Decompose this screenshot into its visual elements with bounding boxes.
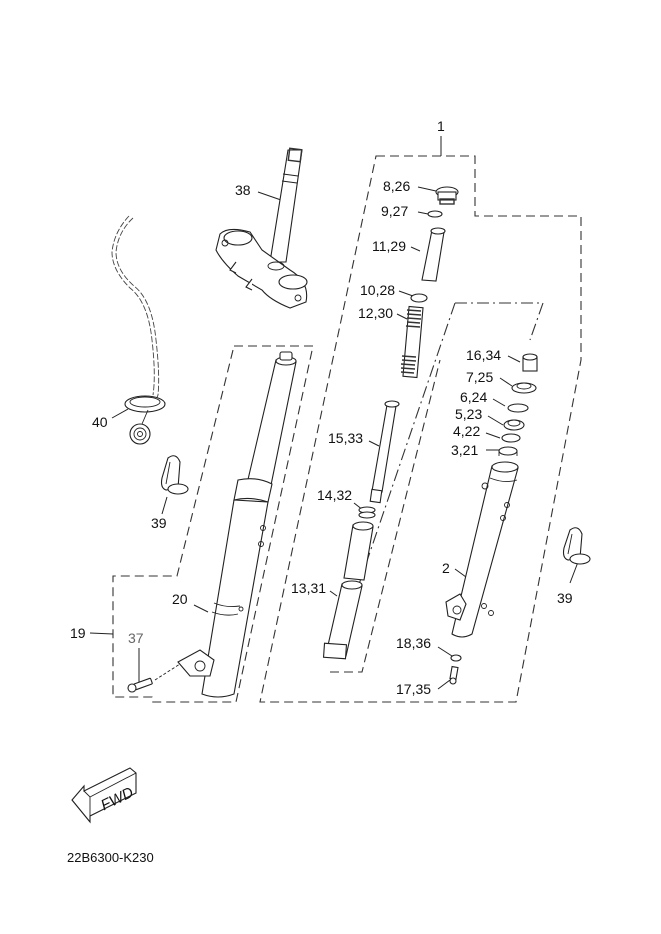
label-39-right: 39 (557, 590, 573, 606)
leader-38 (257, 191, 282, 201)
label-17-35: 17,35 (396, 681, 431, 697)
label-11-29: 11,29 (372, 238, 406, 254)
damper-group-boundary (330, 359, 441, 673)
part-20-front-fork-assy[interactable] (154, 351, 297, 698)
part-9-27-o-ring[interactable] (427, 210, 443, 218)
leader-5-23 (487, 415, 504, 426)
leader-9-27 (417, 211, 429, 215)
part-39-right-protector[interactable] (562, 527, 591, 565)
part-17-35-bolt[interactable] (449, 665, 459, 685)
part-37-bolt[interactable] (127, 677, 153, 693)
leader-11-29 (410, 246, 421, 252)
label-1: 1 (437, 118, 445, 134)
part-13-31-inner-tube[interactable] (322, 521, 374, 660)
leader-2 (454, 568, 467, 578)
part-14-32-rebound-spring[interactable] (358, 506, 376, 519)
leader-39-right (569, 561, 579, 584)
group-1-boundary (259, 155, 582, 703)
part-4-22-washer[interactable] (501, 433, 521, 443)
label-14-32: 14,32 (317, 487, 352, 503)
label-7-25: 7,25 (466, 369, 493, 385)
label-12-30: 12,30 (358, 305, 393, 321)
leader-12-30 (396, 313, 408, 320)
leader-19 (89, 632, 114, 635)
outer-tube-subgroup-boundary (455, 302, 544, 341)
label-18-36: 18,36 (396, 635, 431, 651)
part-10-28-washer[interactable] (410, 293, 428, 303)
leader-17-35 (437, 679, 451, 690)
part-3-21-bushing[interactable] (498, 446, 518, 456)
leader-16-34 (507, 355, 521, 363)
part-16-34-collar[interactable] (522, 353, 538, 372)
label-6-24: 6,24 (460, 389, 487, 405)
label-2: 2 (442, 560, 450, 576)
leader-20 (193, 604, 209, 613)
part-2-outer-tube[interactable] (445, 461, 519, 638)
label-4-22: 4,22 (453, 423, 480, 439)
label-15-33: 15,33 (328, 430, 363, 446)
part-7-25-dust-seal[interactable] (511, 382, 537, 394)
part-39-left-protector[interactable] (160, 455, 189, 495)
leader-40 (111, 408, 129, 419)
leader-8-26 (417, 186, 437, 192)
part-5-23-oil-seal[interactable] (503, 419, 525, 431)
label-8-26: 8,26 (383, 178, 410, 194)
group-19-boundary (112, 345, 314, 703)
part-6-24-clip[interactable] (507, 403, 529, 413)
fwd-arrow-icon (71, 767, 137, 824)
label-16-34: 16,34 (466, 347, 501, 363)
part-15-33-damper-rod[interactable] (369, 400, 400, 504)
leader-6-24 (492, 398, 506, 407)
part-40-cable-clamp[interactable] (111, 215, 166, 445)
leader-4-22 (485, 432, 501, 439)
diagram-code: 22B6300-K230 (67, 850, 154, 865)
part-11-29-spacer[interactable] (421, 227, 446, 282)
leader-39-left (161, 496, 168, 515)
part-12-30-fork-spring[interactable] (400, 305, 424, 379)
label-20: 20 (172, 591, 188, 607)
label-19: 19 (70, 625, 86, 641)
label-37: 37 (128, 630, 144, 646)
label-9-27: 9,27 (381, 203, 408, 219)
label-13-31: 13,31 (291, 580, 326, 596)
part-38-under-bracket[interactable] (215, 147, 308, 309)
leader-15-33 (368, 440, 380, 447)
leader-18-36 (437, 646, 453, 657)
part-8-26-cap-bolt[interactable] (435, 186, 459, 205)
label-40: 40 (92, 414, 108, 430)
leader-10-28 (398, 290, 414, 297)
leader-7-25 (499, 377, 513, 387)
label-10-28: 10,28 (360, 282, 395, 298)
label-5-23: 5,23 (455, 406, 482, 422)
label-38: 38 (235, 182, 251, 198)
label-39-left: 39 (151, 515, 167, 531)
leader-13-31 (329, 590, 338, 597)
part-18-36-washer[interactable] (450, 654, 462, 662)
label-3-21: 3,21 (451, 442, 478, 458)
